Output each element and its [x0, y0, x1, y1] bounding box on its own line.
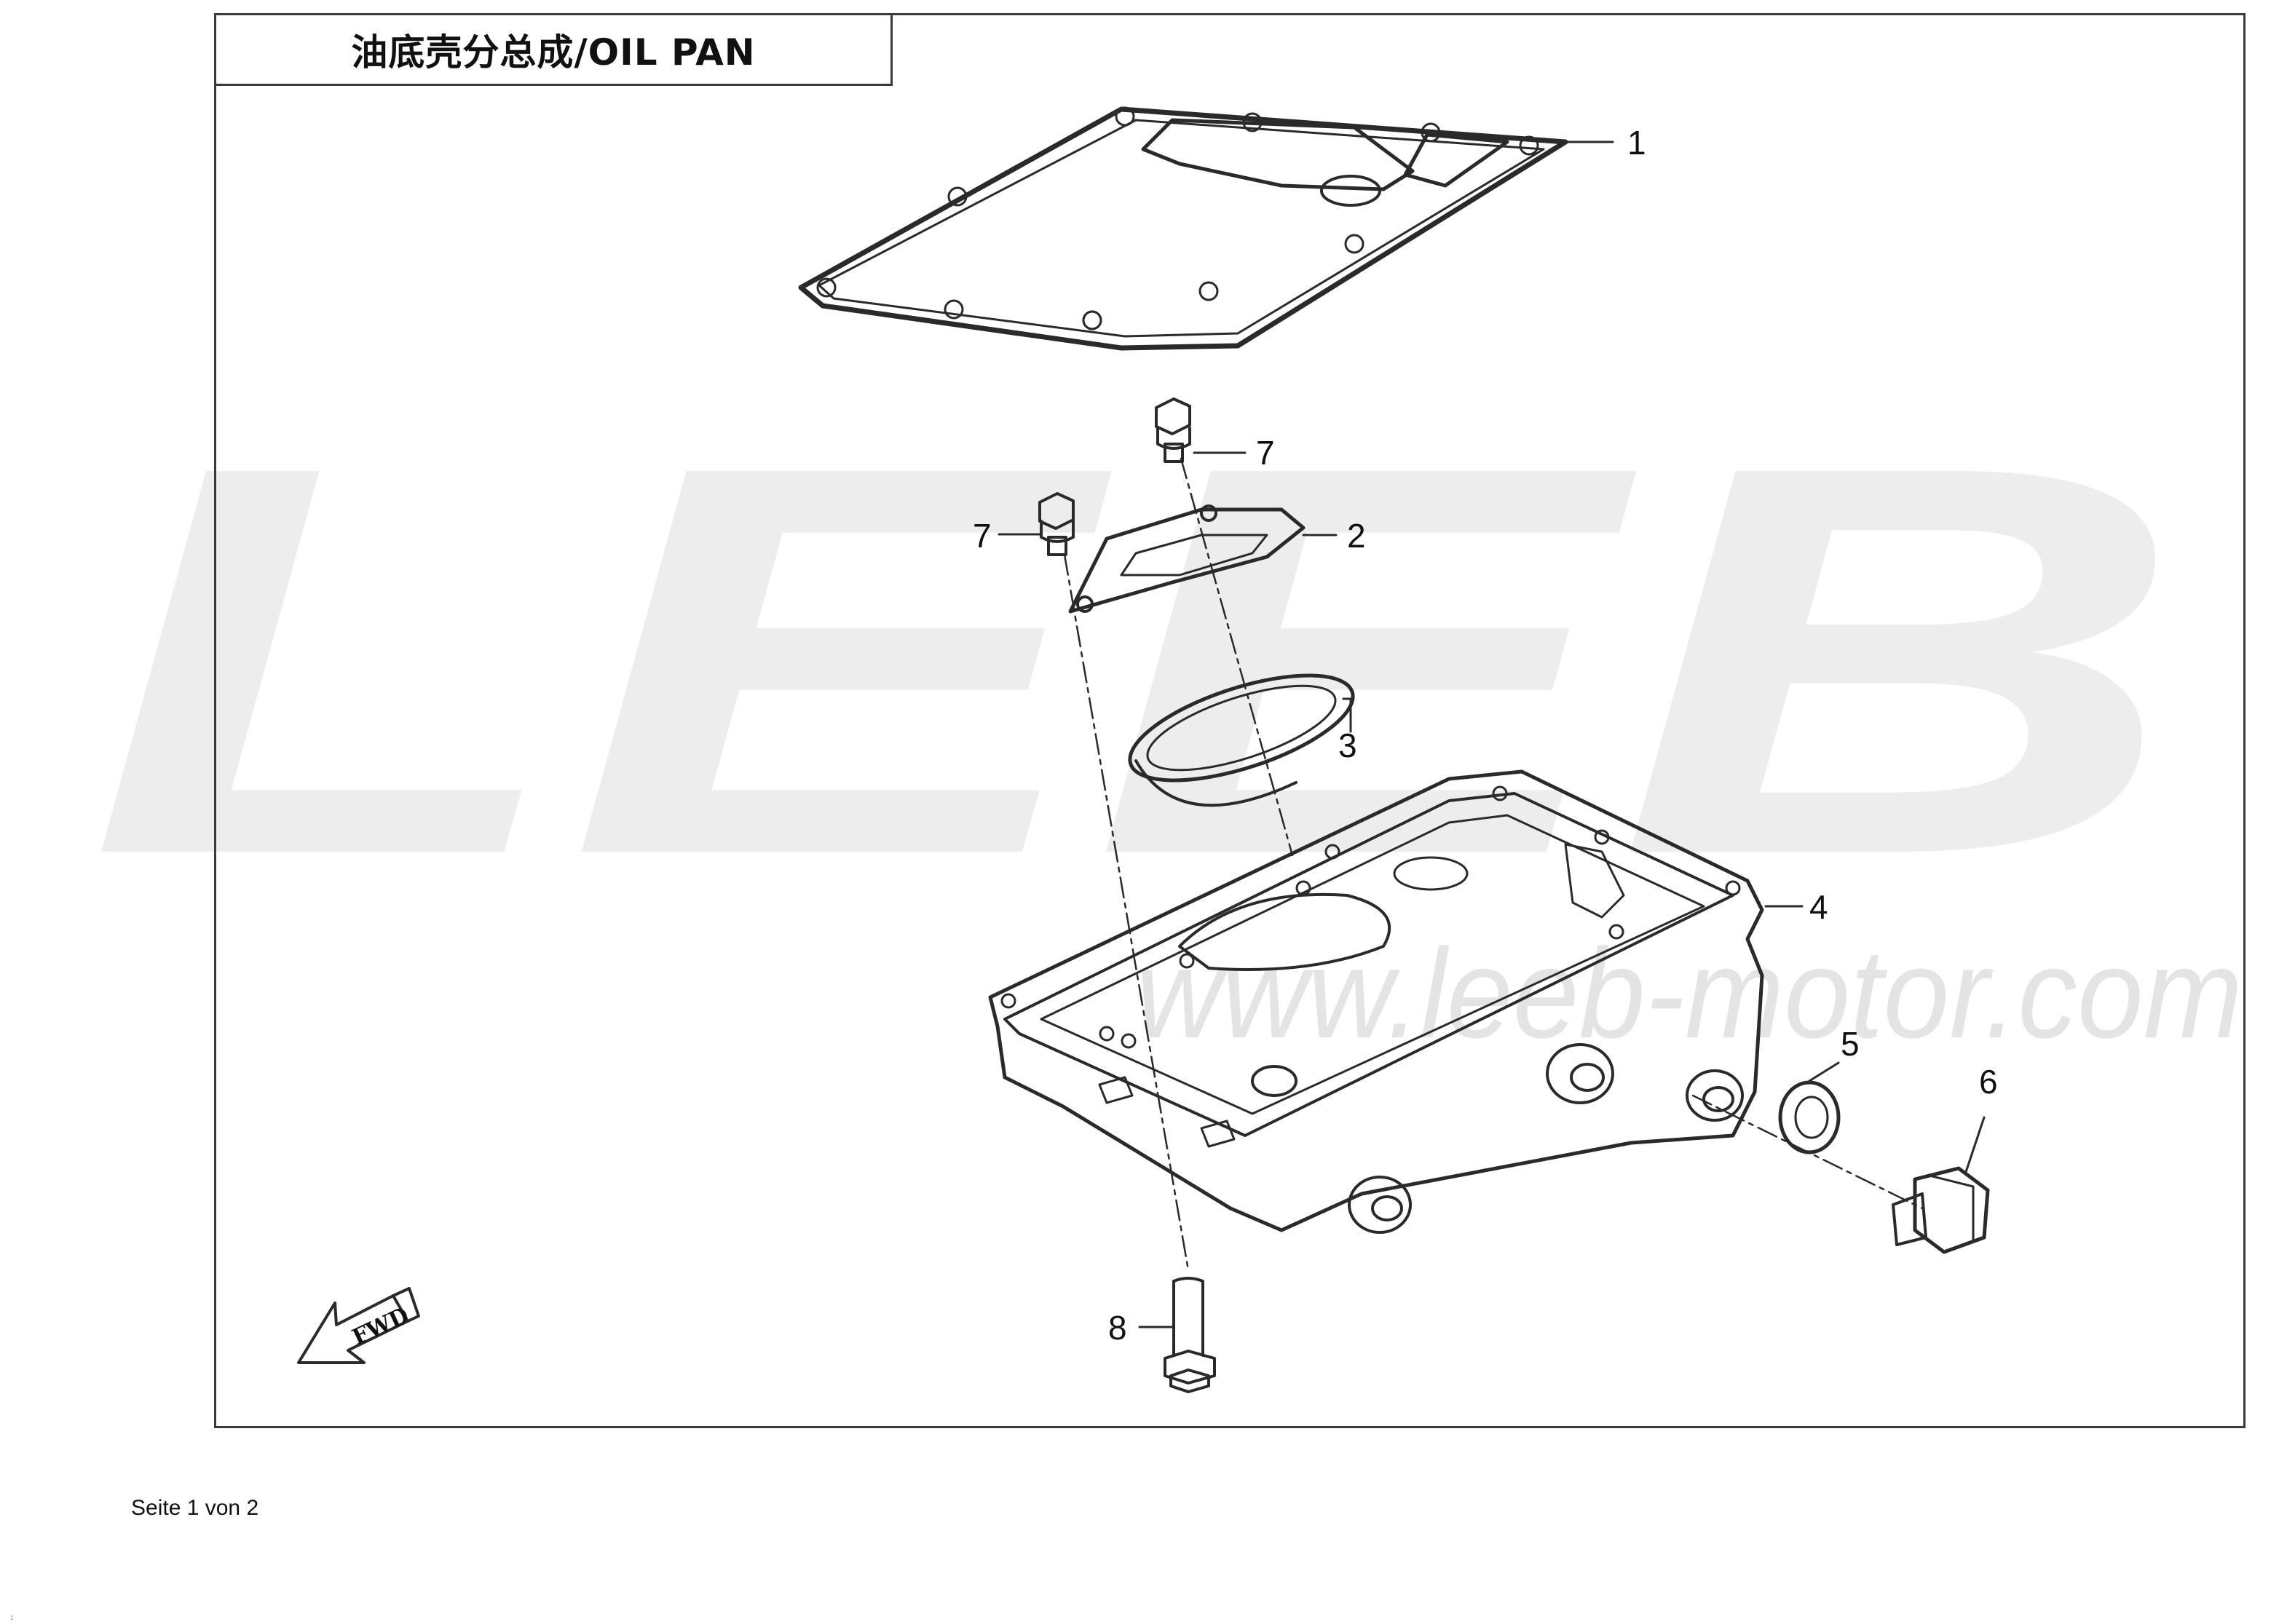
callout-5: 5: [1841, 1025, 1860, 1063]
watermark-url: www.leeb-motor.com: [1136, 923, 2243, 1065]
fwd-arrow-icon: [297, 1287, 420, 1364]
bolt-part-8: [1164, 1277, 1216, 1393]
diagram-frame: [214, 13, 2246, 1428]
oil-strainer-part-3: [1128, 673, 1355, 807]
callout-4: 4: [1809, 888, 1828, 926]
title-box: 油底壳分总成/OIL PAN: [214, 13, 893, 86]
callout-6: 6: [1979, 1063, 1998, 1101]
callout-1: 1: [1627, 124, 1646, 162]
pan-bolt-holes: [1000, 785, 1741, 1049]
assembly-centre-lines: [1063, 457, 1924, 1272]
bolt-part-7-lower: [1038, 492, 1075, 556]
leader-lines: [998, 140, 1986, 1328]
bolt-part-7-upper: [1155, 397, 1191, 463]
callout-8: 8: [1108, 1309, 1127, 1347]
strainer-plate-part-2: [1068, 504, 1306, 614]
callout-7-lower: 7: [973, 517, 992, 555]
diagram-title: 油底壳分总成/OIL PAN: [351, 31, 756, 74]
gasket-bolt-holes: [816, 106, 1539, 330]
page-counter: Seite 1 von 2: [131, 1496, 259, 1520]
callout-2: 2: [1347, 517, 1366, 555]
callout-3: 3: [1338, 726, 1357, 764]
oil-pan-part-4: [988, 769, 1764, 1234]
corner-mark: 1: [10, 1615, 14, 1621]
watermark-logo: LEEB: [87, 352, 2184, 970]
drain-plug-part-6: [1892, 1166, 1990, 1254]
pan-bosses: [1251, 1043, 1744, 1234]
callout-7-upper: 7: [1256, 434, 1275, 472]
